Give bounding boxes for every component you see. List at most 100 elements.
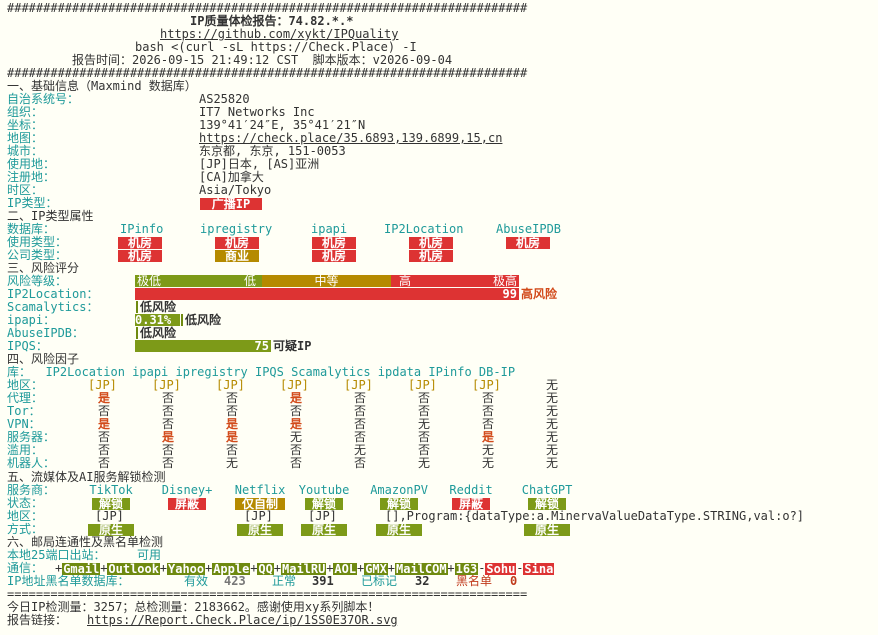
scamalytics-label: Scamalytics： (7, 300, 99, 314)
usage-ipregistry: 机房 (215, 237, 259, 249)
factor-cell: 否 (354, 404, 367, 418)
map-link[interactable]: https://check.place/35.6893,139.6899,15,… (199, 131, 503, 145)
media-method-badge: 原生 (524, 524, 570, 536)
factor-row-label: 滥用： (7, 443, 44, 457)
city-label: 城市： (7, 144, 44, 158)
media-method-label: 方式： (7, 522, 44, 536)
factor-cell: 是 (290, 391, 303, 405)
section-type-title: 二、IP类型属性 (7, 209, 94, 223)
mail-separator: + (357, 561, 365, 575)
risk-scale-high: 高 极高 (391, 275, 519, 287)
factor-cell: 否 (354, 430, 367, 444)
factor-cell: [JP] (216, 378, 245, 392)
risk-scale-low: 极低 低 (135, 275, 262, 287)
coords-value: 139°41′24″E, 35°41′21″N (199, 118, 366, 132)
report-time: 报告时间：2026-09-15 21:49:12 CST 脚本版本：v2026-… (72, 53, 453, 67)
mail-provider-gmx: GMX (364, 562, 388, 576)
blacklist-marked-label: 已标记 (361, 574, 398, 588)
port25-value: 可用 (137, 548, 162, 562)
registered-label: 注册地： (7, 170, 56, 184)
mail-separator: + (205, 561, 213, 575)
db-ip2location: IP2Location (384, 222, 464, 236)
mail-separator: + (387, 561, 396, 575)
factor-cell: 无 (418, 456, 431, 470)
media-method-badge: 原生 (88, 524, 134, 536)
factor-cell: 无 (226, 456, 239, 470)
factor-cell: 否 (98, 430, 111, 444)
factor-cell: 无 (482, 456, 495, 470)
factor-row-label: 机器人： (7, 456, 56, 470)
media-method-badge: 原生 (301, 524, 347, 536)
github-link[interactable]: https://github.com/xykt/IPQuality (160, 27, 399, 41)
factor-cell: 否 (226, 404, 239, 418)
section-mail-title: 六、邮局连通性及黑名单检测 (7, 535, 164, 549)
mail-provider-apple: Apple (212, 562, 251, 576)
media-status-badge: 解锁 (92, 498, 130, 510)
factor-cell: 是 (226, 417, 239, 431)
factor-cell: 否 (226, 443, 239, 457)
factor-cell: 否 (418, 404, 431, 418)
factor-cell: [JP] (152, 378, 181, 392)
ipqs-verdict: 可疑IP (273, 339, 312, 353)
factor-cell: 无 (546, 456, 559, 470)
media-service-name: Reddit (449, 483, 493, 497)
section-risk-title: 三、风险评分 (7, 261, 80, 275)
media-method-badge: 原生 (237, 524, 283, 536)
blacklist-normal-count: 391 (312, 574, 334, 588)
media-region-value: [JP] (95, 509, 124, 523)
media-region-value: [],Program:{dataType:a.MinervaValueDataT… (385, 509, 805, 523)
scale-high-label: 高 (399, 274, 412, 288)
factor-cell: 否 (98, 404, 111, 418)
factor-cell: 无 (546, 430, 559, 444)
factor-cell: 否 (290, 404, 303, 418)
factor-cell: 否 (162, 417, 175, 431)
factor-cell: 无 (546, 391, 559, 405)
ip2location-score: 99 (502, 287, 517, 301)
mail-provider-gmail: Gmail (62, 562, 101, 576)
section-media-title: 五、流媒体及AI服务解锁检测 (7, 470, 166, 484)
factor-cell: 是 (162, 430, 175, 444)
company-ipinfo: 机房 (118, 250, 162, 262)
scale-low-label: 低 (243, 274, 256, 288)
factor-row-label: 地区： (7, 378, 44, 392)
iptype-label: IP类型： (7, 196, 58, 210)
factor-cell: 否 (290, 456, 303, 470)
media-service-name: Disney+ (161, 483, 213, 497)
scale-very-high-label: 极高 (492, 274, 517, 288)
ip2location-risk-label: IP2Location： (7, 287, 99, 301)
scale-very-low-label: 极低 (137, 274, 162, 288)
footer-stats: 今日IP检测量：3257；总检测量：2183662。感谢使用xy系列脚本！ (7, 600, 380, 614)
report-title: IP质量体检报告：74.82.*.* (190, 14, 354, 28)
usage-ipapi: 机房 (312, 237, 356, 249)
usage-type-label: 使用类型： (7, 235, 68, 249)
db-ipregistry: ipregistry (200, 222, 273, 236)
factor-cell: 否 (98, 456, 111, 470)
factor-cell: 无 (482, 443, 495, 457)
coords-label: 坐标： (7, 118, 44, 132)
blacklist-marked-count: 32 (415, 574, 430, 588)
mail-separator: + (55, 561, 63, 575)
factor-cell: 否 (354, 391, 367, 405)
media-method-badge: 原生 (376, 524, 422, 536)
media-service-name: Netflix (234, 483, 286, 497)
db-ipapi: ipapi (311, 222, 348, 236)
ip2location-risk-text: 高风险 (521, 287, 558, 301)
factor-cell: [JP] (472, 378, 501, 392)
ipapi-score: 0.31% (135, 314, 180, 326)
mail-provider-qq: QQ (257, 562, 274, 576)
factor-cell: 是 (226, 430, 239, 444)
db-abuseipdb: AbuseIPDB (496, 222, 562, 236)
ipapi-verdict: 低风险 (181, 314, 221, 326)
mail-provider-aol: AOL (333, 562, 358, 576)
iptype-badge: 广播IP (200, 198, 262, 210)
timezone-label: 时区： (7, 183, 44, 197)
run-command: bash <(curl -sL https://Check.Place) -I (135, 40, 417, 54)
factor-cell: [JP] (344, 378, 373, 392)
factor-cell: 是 (290, 417, 303, 431)
registered-value: [CA]加拿大 (199, 170, 264, 184)
ipqs-score: 75 (254, 339, 269, 353)
factor-cell: 无 (418, 417, 431, 431)
asn-value: AS25820 (199, 92, 250, 106)
factor-cell: [JP] (280, 378, 309, 392)
report-link[interactable]: https://Report.Check.Place/ip/1SS0E37OR.… (87, 613, 398, 627)
